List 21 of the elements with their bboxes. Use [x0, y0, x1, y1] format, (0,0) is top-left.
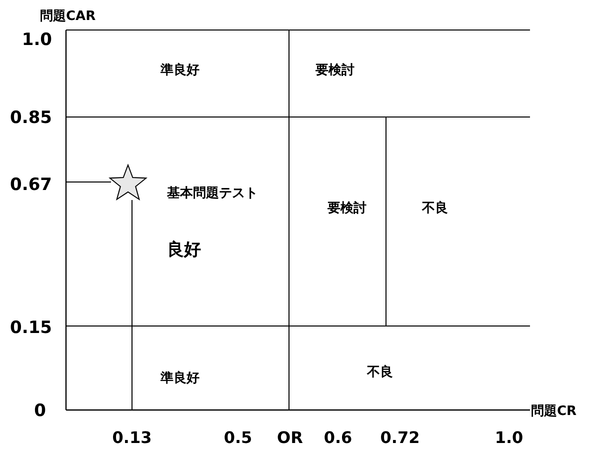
tick-label: 1.0 [494, 430, 524, 446]
tick-label: 0.72 [380, 430, 420, 446]
region-label: 良好 [167, 242, 201, 258]
tick-label: 0.67 [10, 176, 52, 194]
tick-label: 0.5 [224, 430, 252, 446]
region-label: 不良 [422, 202, 448, 214]
axis-title: 問題CAR [40, 10, 96, 22]
tick-label: 1.0 [22, 32, 52, 48]
tick-label: 0 [34, 402, 46, 420]
tick-label: 0.13 [112, 430, 152, 446]
region-label: 不良 [367, 366, 393, 378]
tick-label: 0.15 [10, 320, 52, 336]
axis-title: 問題CR [531, 404, 577, 418]
region-label: 要検討 [316, 64, 354, 76]
region-label: 要検討 [328, 202, 366, 214]
tick-label: OR [277, 430, 303, 446]
region-label: 準良好 [160, 372, 200, 384]
region-title: 基本問題テスト [167, 186, 258, 200]
tick-label: 0.85 [10, 110, 52, 126]
tick-label: 0.6 [324, 430, 352, 446]
region-label: 準良好 [160, 64, 200, 76]
